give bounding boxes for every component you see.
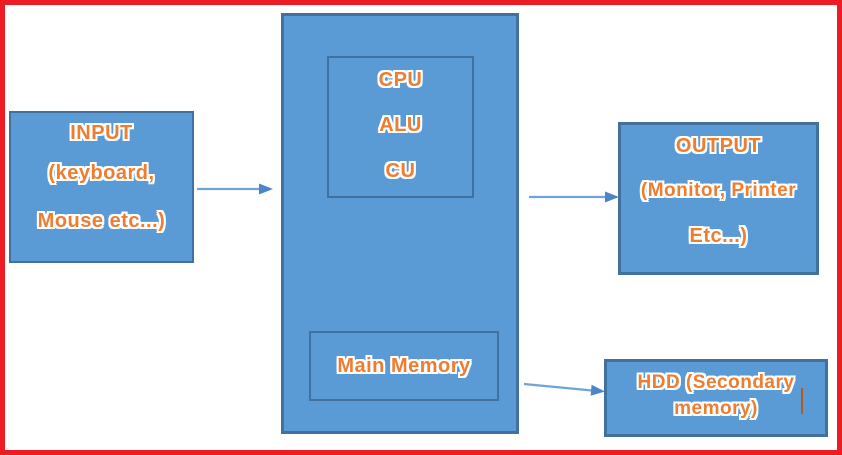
input-box-line: (keyboard, [48, 162, 155, 184]
cpu-box: CPU ALU CU [327, 56, 474, 198]
text-cursor-mark [801, 388, 803, 414]
hdd-box-line: HDD (Secondary [637, 372, 795, 393]
system-to-output-arrow [529, 191, 619, 203]
input-box-title: INPUT [70, 122, 133, 144]
input-device-box: INPUT (keyboard, Mouse etc...) [9, 111, 194, 263]
hdd-box-line: memory) [674, 398, 758, 419]
output-box-title: OUTPUT [675, 135, 762, 157]
main-memory-label: Main Memory [337, 355, 471, 377]
output-box-line: (Monitor, Printer [640, 180, 797, 201]
system-to-hdd-arrow [523, 382, 605, 396]
system-unit-box [281, 13, 519, 434]
main-memory-box: Main Memory [309, 331, 499, 401]
hdd-box: HDD (Secondary memory) [604, 359, 828, 437]
input-box-line: Mouse etc...) [37, 210, 166, 232]
cu-label: CU [385, 160, 416, 182]
output-device-box: OUTPUT (Monitor, Printer Etc...) [618, 122, 819, 275]
input-to-system-arrow [197, 183, 273, 195]
alu-label: ALU [379, 114, 422, 136]
output-box-line: Etc...) [689, 225, 748, 247]
cpu-label: CPU [378, 69, 423, 91]
